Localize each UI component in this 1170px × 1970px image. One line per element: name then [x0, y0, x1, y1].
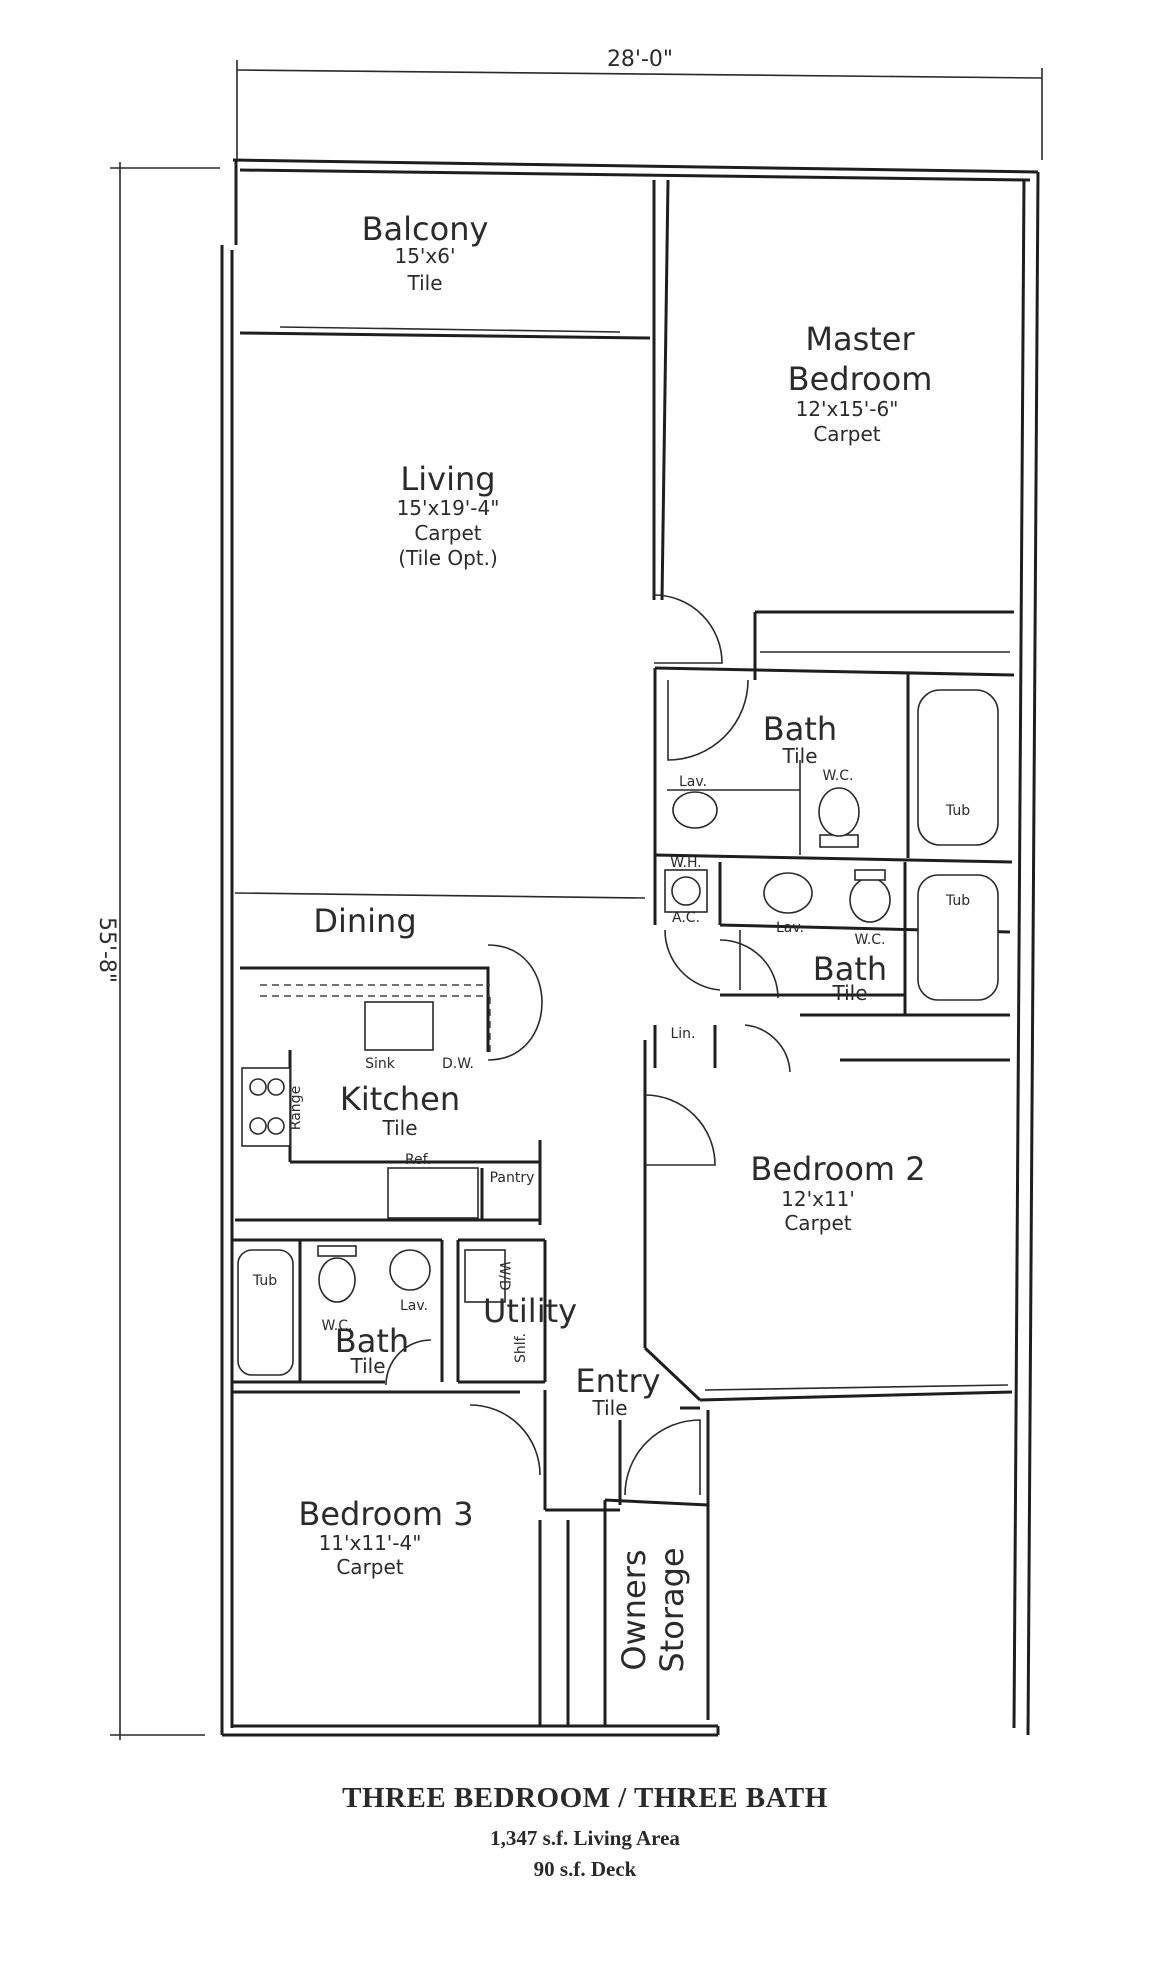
entry-floor: Tile	[591, 1396, 627, 1420]
room-utility: Utility W/D Shlf.	[483, 1261, 577, 1363]
room-master-bedroom: Master Bedroom 12'x15'-6" Carpet	[788, 320, 933, 446]
room-entry: Entry Tile	[575, 1362, 660, 1420]
living-size: 15'x19'-4"	[397, 496, 500, 520]
depth-label: 55'-8"	[94, 917, 119, 983]
fixtures	[237, 689, 999, 1376]
bedroom3-name: Bedroom 3	[298, 1495, 473, 1533]
pantry-label: Pantry	[490, 1170, 535, 1186]
room-living: Living 15'x19'-4" Carpet (Tile Opt.)	[397, 460, 500, 570]
shelf-label: Shlf.	[513, 1333, 529, 1363]
kitchen-name: Kitchen	[340, 1080, 460, 1118]
living-note: (Tile Opt.)	[398, 546, 498, 570]
dishwasher-label: D.W.	[442, 1056, 474, 1072]
deck-area: 90 s.f. Deck	[533, 1857, 637, 1881]
room-kitchen: Kitchen Tile Sink D.W. Range Ref. Pantry	[288, 1056, 534, 1186]
depth-dimension: 55'-8"	[94, 162, 220, 1740]
bedroom2-floor: Carpet	[784, 1211, 851, 1235]
bedroom3-size: 11'x11'-4"	[319, 1531, 422, 1555]
bath3-tub: Tub	[252, 1273, 277, 1289]
kitchen-floor: Tile	[381, 1116, 417, 1140]
master-bath-name: Bath	[763, 710, 837, 748]
room-bedroom-2: Bedroom 2 12'x11' Carpet	[750, 1150, 925, 1235]
master-bath-tub: Tub	[945, 803, 970, 819]
room-bedroom-3: Bedroom 3 11'x11'-4" Carpet	[298, 1495, 473, 1579]
balcony-floor: Tile	[406, 271, 442, 295]
doors	[385, 594, 791, 1496]
bath2-floor: Tile	[831, 981, 867, 1005]
bath3-lav: Lav.	[400, 1298, 428, 1314]
utility-name: Utility	[483, 1292, 577, 1330]
refrigerator-label: Ref.	[405, 1152, 431, 1168]
master-name-line2: Bedroom	[788, 360, 933, 398]
plan-title: THREE BEDROOM / THREE BATH	[342, 1782, 828, 1814]
room-master-bath: Bath Tile Lav. W.C. Tub	[679, 710, 970, 819]
master-bath-wc: W.C.	[823, 768, 854, 784]
ac-label: A.C.	[672, 910, 700, 926]
dining-name: Dining	[313, 902, 416, 940]
width-dimension: 28'-0"	[236, 47, 1043, 160]
bedroom3-floor: Carpet	[336, 1555, 403, 1579]
room-dining: Dining	[313, 902, 416, 940]
living-floor: Carpet	[414, 521, 481, 545]
balcony-size: 15'x6'	[394, 244, 455, 268]
room-balcony: Balcony 15'x6' Tile	[362, 210, 489, 295]
interior-walls	[232, 179, 1015, 1726]
living-name: Living	[400, 460, 495, 498]
room-bath-2: Bath Tile Lav. W.C. Tub	[776, 893, 970, 1005]
bath2-tub: Tub	[945, 893, 970, 909]
master-size: 12'x15'-6"	[796, 397, 899, 421]
bath3-floor: Tile	[349, 1354, 385, 1378]
master-bath-lav: Lav.	[679, 774, 707, 790]
living-area: 1,347 s.f. Living Area	[490, 1826, 680, 1850]
owners-storage: Owners Storage	[615, 1547, 691, 1672]
range-label: Range	[288, 1086, 304, 1130]
bedroom2-name: Bedroom 2	[750, 1150, 925, 1188]
bedroom2-size: 12'x11'	[781, 1187, 855, 1211]
linen-label: Lin.	[670, 1026, 695, 1042]
storage-line1: Owners	[615, 1549, 653, 1670]
bath2-lav: Lav.	[776, 920, 804, 936]
linen-closet: Lin.	[670, 1026, 695, 1042]
bath3-name: Bath	[335, 1322, 409, 1360]
water-heater-label: W.H.	[670, 855, 701, 871]
bath3-wc: W.C.	[322, 1318, 353, 1334]
exterior-walls	[220, 158, 1040, 1737]
storage-line2: Storage	[653, 1547, 691, 1672]
bath2-name: Bath	[813, 950, 887, 988]
master-floor: Carpet	[813, 422, 880, 446]
bath2-wc: W.C.	[855, 932, 886, 948]
balcony-name: Balcony	[362, 210, 489, 248]
master-bath-floor: Tile	[781, 744, 817, 768]
washer-dryer-label: W/D	[496, 1261, 512, 1290]
room-bath-3: Tub W.C. Lav. Bath Tile	[252, 1273, 428, 1378]
master-name-line1: Master	[805, 320, 915, 358]
sink-label: Sink	[365, 1056, 396, 1072]
width-label: 28'-0"	[607, 47, 673, 72]
mechanical-closet: W.H. A.C.	[670, 855, 701, 926]
entry-name: Entry	[575, 1362, 660, 1400]
